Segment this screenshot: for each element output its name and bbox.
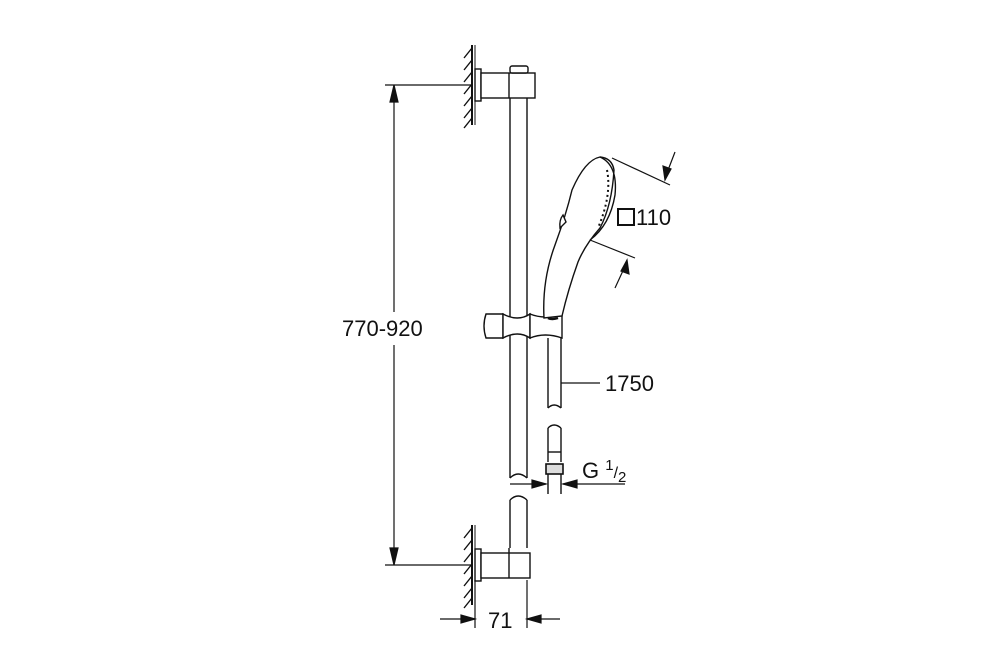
square-symbol-icon xyxy=(617,208,635,226)
upper-wall-bracket xyxy=(474,65,536,102)
dim-thread xyxy=(510,479,625,489)
hose-length-label: 1750 xyxy=(605,371,654,396)
thread-slash: / xyxy=(613,465,619,482)
hand-shower xyxy=(543,156,617,321)
slide-rail xyxy=(509,98,528,548)
thread-numerator: 1 xyxy=(605,457,614,474)
thread-label: G 1/2 xyxy=(582,457,626,485)
dim-hand-shower xyxy=(589,151,676,289)
thread-denominator: 2 xyxy=(618,469,627,486)
lower-wall-hatch xyxy=(463,525,476,609)
thread-prefix: G xyxy=(582,458,600,483)
dim-wall-projection xyxy=(440,580,560,628)
hand-shower-size-value: 110 xyxy=(636,205,672,230)
rail-height-label: 770-920 xyxy=(342,316,423,341)
dim-rail-height xyxy=(385,84,472,566)
lower-wall-bracket xyxy=(474,548,531,582)
hand-shower-size-label: 110 xyxy=(617,207,671,229)
wall-projection-label: 71 xyxy=(488,608,513,633)
hose xyxy=(545,338,564,494)
upper-wall-hatch xyxy=(463,45,476,129)
